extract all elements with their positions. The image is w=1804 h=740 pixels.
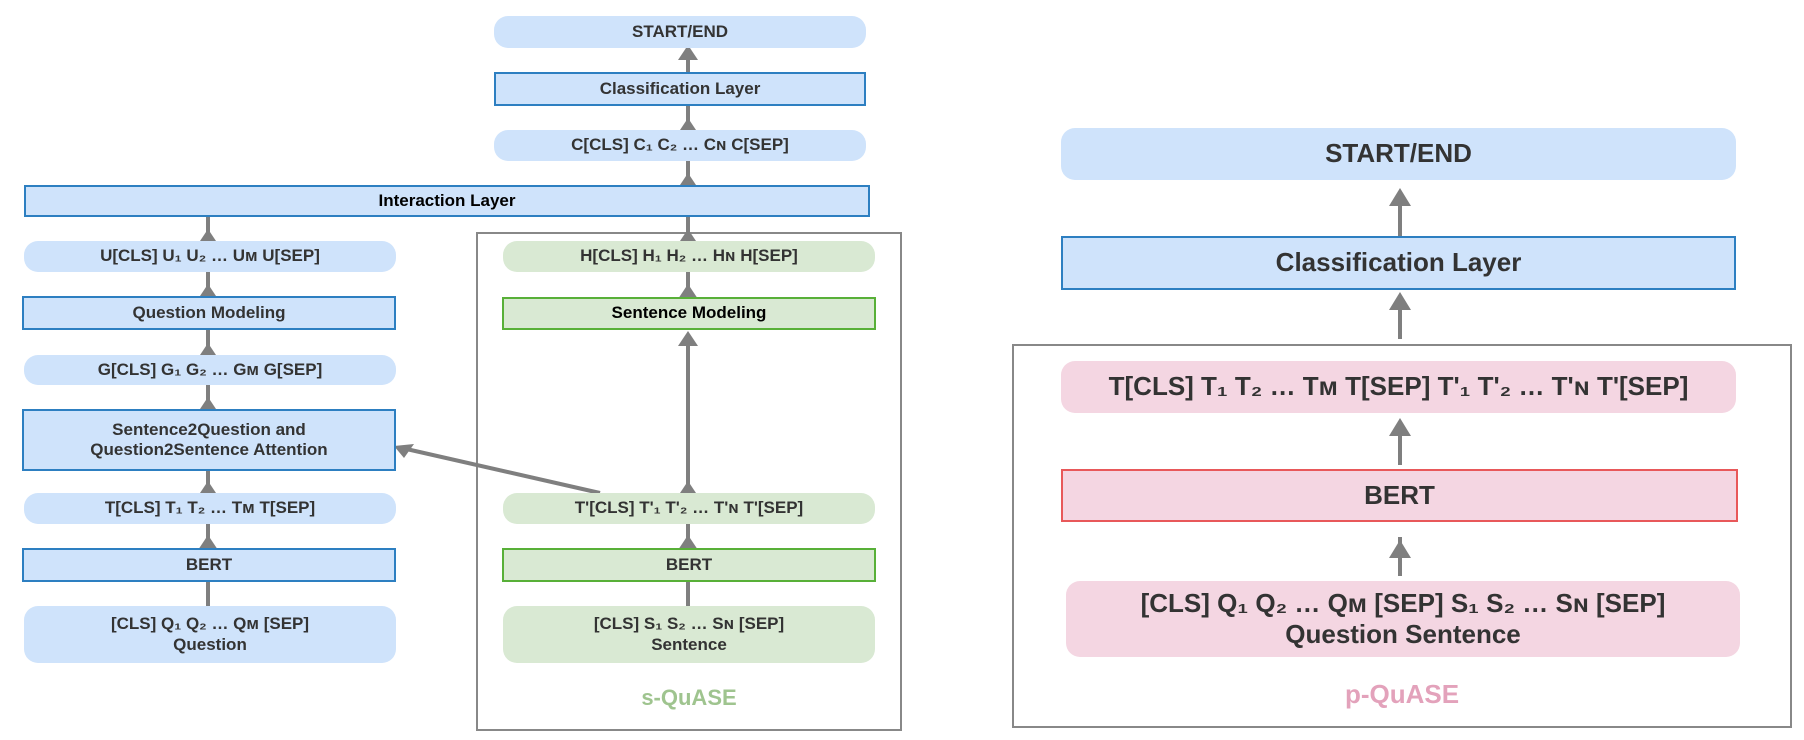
sentence-modeling: Sentence Modeling [502, 297, 876, 330]
interaction-layer: Interaction Layer [24, 185, 870, 217]
question-bert: BERT [22, 548, 396, 582]
g-sequence-label: G[CLS] G₁ G₂ … Gᴍ G[SEP] [97, 359, 323, 379]
right-classification-label: Classification Layer [1275, 247, 1522, 278]
s-quase-caption: s-QuASE [641, 685, 737, 710]
question-input: [CLS] Q₁ Q₂ … Qᴍ [SEP] Question [24, 606, 396, 663]
sentence-input-tokens: [CLS] S₁ S₂ … Sɴ [SEP] [593, 614, 785, 634]
t-prime-sequence-label: T'[CLS] T'₁ T'₂ … T'ɴ T'[SEP] [574, 498, 804, 518]
t-prime-sequence: T'[CLS] T'₁ T'₂ … T'ɴ T'[SEP] [503, 493, 875, 524]
t-sequence-label: T[CLS] T₁ T₂ … Tᴍ T[SEP] [104, 498, 316, 518]
sentence-modeling-label: Sentence Modeling [611, 303, 767, 323]
question-input-tokens: [CLS] Q₁ Q₂ … Qᴍ [SEP] [110, 614, 310, 634]
g-sequence: G[CLS] G₁ G₂ … Gᴍ G[SEP] [24, 355, 396, 385]
u-sequence-label: U[CLS] U₁ U₂ … Uᴍ U[SEP] [100, 246, 320, 266]
h-sequence: H[CLS] H₁ H₂ … Hɴ H[SEP] [503, 241, 875, 272]
attention-line2: Question2Sentence Attention [90, 440, 328, 459]
right-t-sequence-label: T[CLS] T₁ T₂ … Tᴍ T[SEP] T'₁ T'₂ … T'ɴ T… [1108, 371, 1689, 402]
p-quase-frame [1012, 344, 1792, 728]
attention-line1: Sentence2Question and [112, 419, 306, 439]
left-classification-layer: Classification Layer [494, 72, 866, 106]
c-sequence-label: C[CLS] C₁ C₂ … Cɴ C[SEP] [571, 135, 789, 155]
right-bert: BERT [1061, 469, 1738, 522]
sentence-input-label: Sentence [651, 634, 727, 654]
right-t-sequence: T[CLS] T₁ T₂ … Tᴍ T[SEP] T'₁ T'₂ … T'ɴ T… [1061, 361, 1736, 413]
question-modeling-label: Question Modeling [132, 302, 286, 322]
right-start-end-label: START/END [1325, 138, 1472, 169]
right-classification-layer: Classification Layer [1061, 236, 1736, 290]
left-start-end-label: START/END [631, 21, 728, 41]
t-sequence: T[CLS] T₁ T₂ … Tᴍ T[SEP] [24, 493, 396, 524]
right-input-label: Question Sentence [1285, 619, 1521, 649]
attention-box: Sentence2Question and Question2Sentence … [22, 409, 396, 471]
interaction-layer-label: Interaction Layer [378, 190, 516, 210]
arrowhead [1389, 188, 1411, 206]
right-input: [CLS] Q₁ Q₂ … Qᴍ [SEP] S₁ S₂ … Sɴ [SEP] … [1066, 581, 1740, 657]
right-bert-label: BERT [1364, 479, 1435, 510]
question-input-label: Question [173, 634, 247, 654]
question-bert-label: BERT [185, 554, 233, 574]
sentence-input: [CLS] S₁ S₂ … Sɴ [SEP] Sentence [503, 606, 875, 663]
h-sequence-label: H[CLS] H₁ H₂ … Hɴ H[SEP] [580, 246, 798, 266]
arrowhead [394, 444, 414, 458]
c-sequence: C[CLS] C₁ C₂ … Cɴ C[SEP] [494, 130, 866, 161]
right-input-tokens: [CLS] Q₁ Q₂ … Qᴍ [SEP] S₁ S₂ … Sɴ [SEP] [1140, 587, 1666, 618]
left-start-end: START/END [494, 16, 866, 48]
left-classification-label: Classification Layer [599, 78, 761, 98]
arrowhead [1389, 292, 1411, 310]
right-start-end: START/END [1061, 128, 1736, 180]
p-quase-caption: p-QuASE [1344, 679, 1460, 709]
u-sequence: U[CLS] U₁ U₂ … Uᴍ U[SEP] [24, 241, 396, 272]
question-modeling: Question Modeling [22, 296, 396, 330]
sentence-bert-label: BERT [665, 554, 713, 574]
sentence-bert: BERT [502, 548, 876, 582]
